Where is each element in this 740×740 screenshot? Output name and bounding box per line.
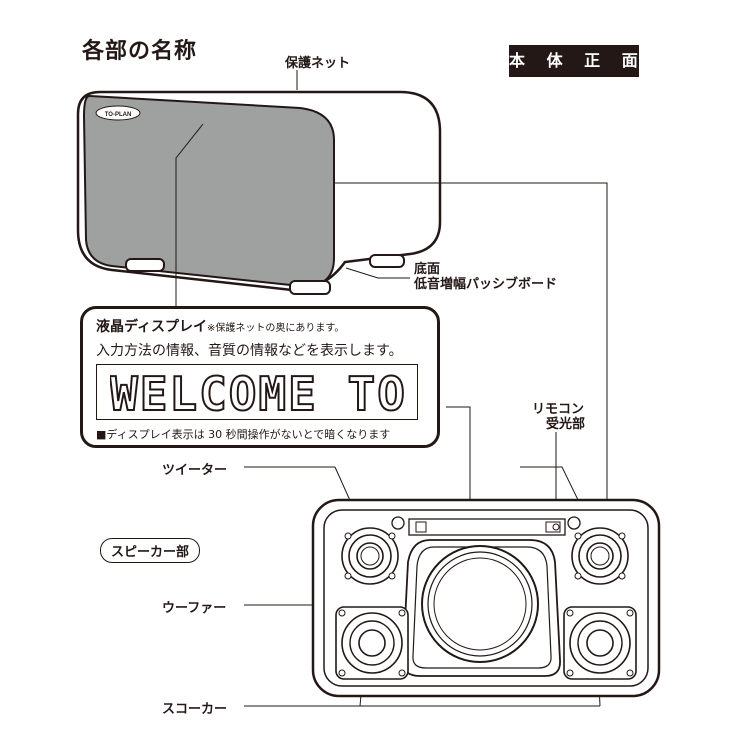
label-bottom: 底面 [414,262,441,277]
label-speaker-section: スピーカー部 [100,538,201,563]
display-note: ※保護ネットの奥にあります。 [207,323,345,334]
lcd-screen [96,364,418,420]
tweeters [341,527,629,585]
label-squawker: スコーカー [162,702,228,717]
label-remote-sensor-2: 受光部 [546,417,586,432]
page-title: 各部の名称 [82,39,198,64]
label-remote-sensor: リモコン [532,402,585,417]
tweeter-right [571,527,629,585]
protective-net-panel [82,95,335,288]
label-passive-board: 低音増幅パッシブボード [414,277,558,292]
display-description: 入力方法の情報、音質の情報などを表示します。 [96,343,403,359]
squawker-left [335,606,409,680]
label-tweeter: ツイーター [162,463,228,478]
tweeter-left [341,527,399,585]
label-protective-net: 保護ネット [285,56,351,71]
display-footnote: ■ディスプレイ表示は 30 秒間操作がないとで暗くなります [96,428,391,441]
brand-logo-text: TO-PLAN [105,112,132,118]
squawker-right [563,606,637,680]
front-view-badge: 本 体 正 面 [509,45,639,77]
device-feet [125,254,405,295]
display-title: 液晶ディスプレイ※保護ネットの奥にあります。 [96,316,344,336]
speaker-display-strip [408,518,566,536]
label-woofer: ウーファー [162,601,227,616]
brand-logo [95,105,141,121]
squawkers [335,606,637,680]
lcd-text: WELCOME TO [110,367,407,421]
display-title-text: 液晶ディスプレイ [96,319,208,335]
